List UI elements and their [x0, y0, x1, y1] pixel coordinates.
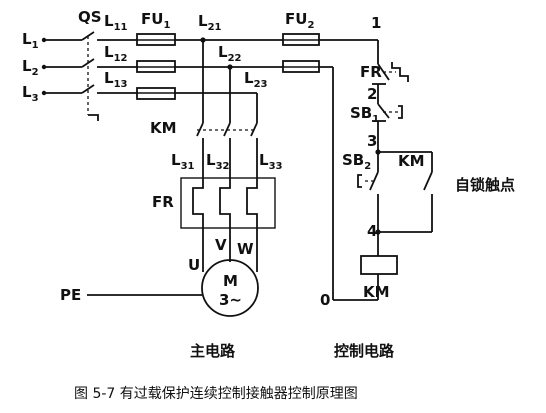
fu2-fuses: [282, 33, 320, 73]
label-node-3: 3: [367, 132, 377, 150]
label-l32: L32: [206, 151, 230, 172]
lines-after-qs: [97, 39, 137, 94]
label-l3: L3: [22, 83, 39, 104]
label-qs: QS: [78, 8, 102, 26]
label-node-4: 4: [367, 222, 377, 240]
label-v: V: [215, 236, 227, 254]
figure-caption: 图 5-7 有过载保护连续控制接触器控制原理图: [74, 385, 358, 402]
label-fr-ctrl: FR: [360, 63, 382, 81]
label-l21: L21: [198, 12, 222, 33]
label-l33: L33: [259, 151, 283, 172]
label-node-1: 1: [371, 14, 381, 32]
incoming-lines: [41, 37, 82, 96]
main-drops: [202, 40, 258, 123]
label-km-main: KM: [150, 119, 177, 137]
sb2-start-and-selflock: [357, 151, 433, 235]
label-l11: L11: [104, 12, 128, 33]
sb1-stop-button: [372, 103, 403, 155]
label-km-coil: KM: [363, 283, 390, 301]
label-node-2: 2: [367, 85, 377, 103]
label-motor-m: M: [223, 272, 238, 290]
qs-switch: [81, 31, 99, 121]
label-control-circuit: 控制电路: [334, 342, 395, 360]
fu1-fuses: [136, 33, 176, 100]
label-fu1: FU1: [141, 10, 170, 31]
label-pe: PE: [60, 286, 81, 304]
label-l1: L1: [22, 30, 39, 51]
km-coil: [360, 232, 398, 275]
label-l22: L22: [218, 43, 242, 64]
label-l13: L13: [104, 69, 128, 90]
label-km-aux: KM: [398, 152, 425, 170]
label-l12: L12: [104, 43, 128, 64]
label-main-circuit: 主电路: [190, 342, 236, 360]
fr-thermal-relay: [180, 177, 276, 272]
label-l23: L23: [244, 69, 268, 90]
label-motor-phase: 3~: [219, 291, 242, 309]
motor: [87, 259, 259, 317]
label-fu2: FU2: [285, 10, 314, 31]
label-w: W: [237, 240, 254, 258]
label-node-0: 0: [320, 291, 330, 309]
km-main-contacts: [196, 122, 258, 178]
fr-nc-contact: [372, 62, 409, 104]
labels: L1 L2 L3 QS L11 L12 L13 FU1 L21 L22 L23 …: [22, 8, 515, 402]
label-sb1: SB1: [350, 104, 379, 125]
label-self-lock: 自锁触点: [455, 176, 515, 194]
label-u: U: [188, 256, 200, 274]
label-l2: L2: [22, 57, 39, 78]
label-l31: L31: [171, 151, 195, 172]
label-fr-main: FR: [152, 193, 174, 211]
bus-lines: [175, 37, 378, 94]
control-circuit-wires: [332, 40, 379, 301]
label-sb2: SB2: [342, 151, 371, 172]
